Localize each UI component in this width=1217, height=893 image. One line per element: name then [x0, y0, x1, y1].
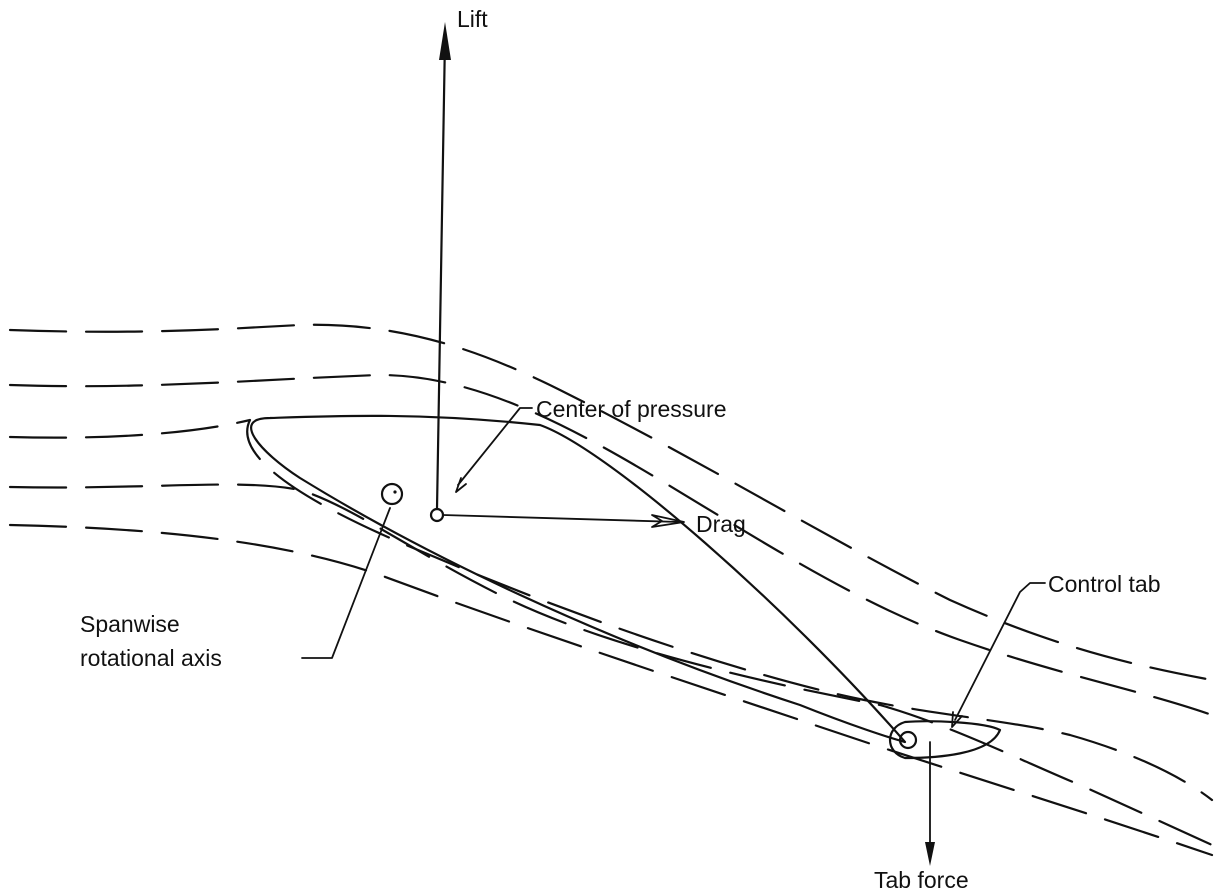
lift-arrow: [435, 22, 451, 511]
streamline-bottom: [8, 523, 1214, 857]
streamline-fourth: [8, 483, 1214, 847]
control-tab-leader: [954, 582, 1046, 721]
lift-label: Lift: [457, 6, 488, 32]
streamline-third: [8, 418, 1214, 802]
control-tab-outline: [889, 720, 1002, 760]
streamlines: [8, 323, 1214, 857]
lift-arrowhead: [439, 22, 451, 60]
streamline-second: [8, 373, 1214, 717]
control-tab-leader-arrow: [951, 711, 963, 728]
spanwise-label-line1: Spanwise: [80, 611, 180, 637]
control-tab-label: Control tab: [1048, 571, 1161, 597]
center-of-pressure-leader: [457, 407, 533, 486]
spanwise-label-line2: rotational axis: [80, 645, 222, 671]
tab-force-label: Tab force: [874, 867, 969, 893]
center-of-pressure-label: Center of pressure: [536, 396, 726, 422]
control-tab-hinge: [898, 730, 918, 750]
airfoil-outline: [250, 414, 907, 744]
drag-arrow: [442, 514, 685, 528]
tab-force-arrow: [925, 741, 935, 866]
tab-force-arrowhead: [925, 842, 935, 866]
center-of-pressure-leader-arrow: [455, 477, 467, 493]
drag-arrowhead: [651, 514, 685, 528]
spanwise-leader: [301, 507, 391, 659]
streamline-top: [8, 323, 1214, 682]
rotational-axis-marker: [380, 482, 404, 506]
center-of-pressure-point: [429, 507, 445, 523]
drag-label: Drag: [696, 511, 746, 537]
control-tab: [889, 720, 1002, 760]
rotational-axis-dot: [393, 490, 397, 494]
